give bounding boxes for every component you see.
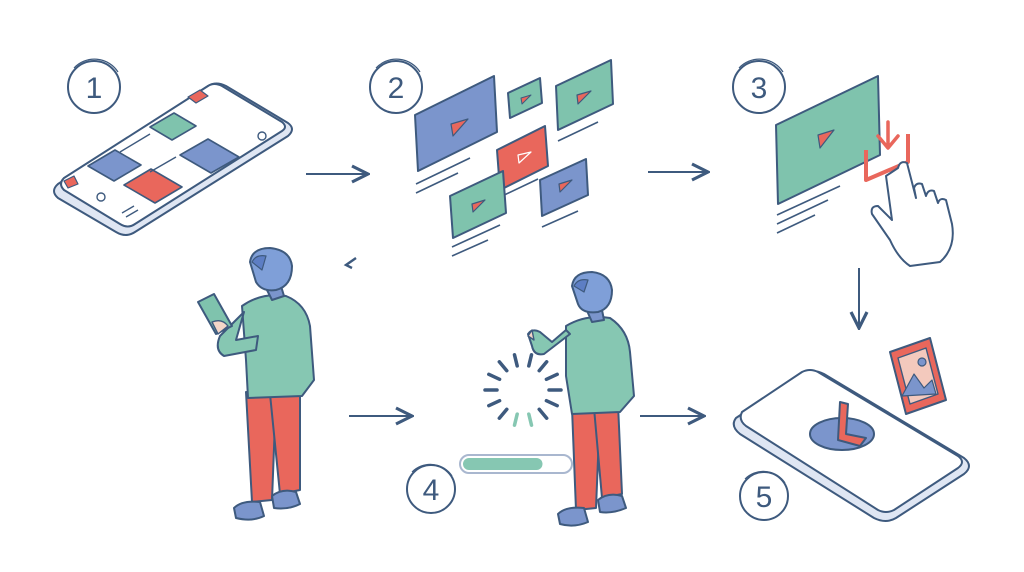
- step-number-3-text: 3: [751, 72, 768, 105]
- person-tap-icon: [527, 271, 635, 527]
- spinner-dash: [512, 353, 519, 368]
- step-number-2-text: 2: [388, 72, 405, 105]
- spinner-dash: [487, 372, 502, 382]
- progress-bar-icon: [459, 454, 573, 474]
- download-icon: [775, 75, 910, 234]
- phone-play-icon: [732, 369, 970, 522]
- spinner-dash: [497, 360, 509, 373]
- progress-bar-fill: [463, 458, 543, 470]
- video-grid-icon: [414, 59, 614, 257]
- arrow-2-to-person: [343, 257, 357, 270]
- spinner-dash: [537, 360, 549, 373]
- step-number-3: 3: [732, 58, 786, 114]
- spinner-dash: [527, 353, 534, 368]
- loading-spinner-icon: [483, 353, 563, 427]
- spinner-dash: [512, 412, 519, 427]
- step-number-4: 4: [406, 463, 456, 514]
- step-number-2: 2: [369, 58, 423, 114]
- smartphone-app-icon: [53, 82, 293, 236]
- spinner-dash: [544, 372, 559, 382]
- spinner-dash: [537, 407, 549, 420]
- photo-icon: [889, 337, 947, 415]
- hand-pointer-icon: [870, 161, 954, 267]
- person-phone-icon: [197, 247, 315, 521]
- flow-arrows: [306, 172, 859, 416]
- step-number-5-text: 5: [756, 481, 773, 514]
- spinner-dash: [497, 407, 509, 420]
- spinner-dash: [527, 412, 534, 427]
- step-number-1-text: 1: [86, 72, 103, 105]
- step-number-5: 5: [739, 470, 789, 521]
- step-number-1: 1: [67, 58, 121, 114]
- step-number-4-text: 4: [423, 474, 440, 507]
- spinner-dash: [487, 398, 502, 408]
- spinner-dash: [544, 398, 559, 408]
